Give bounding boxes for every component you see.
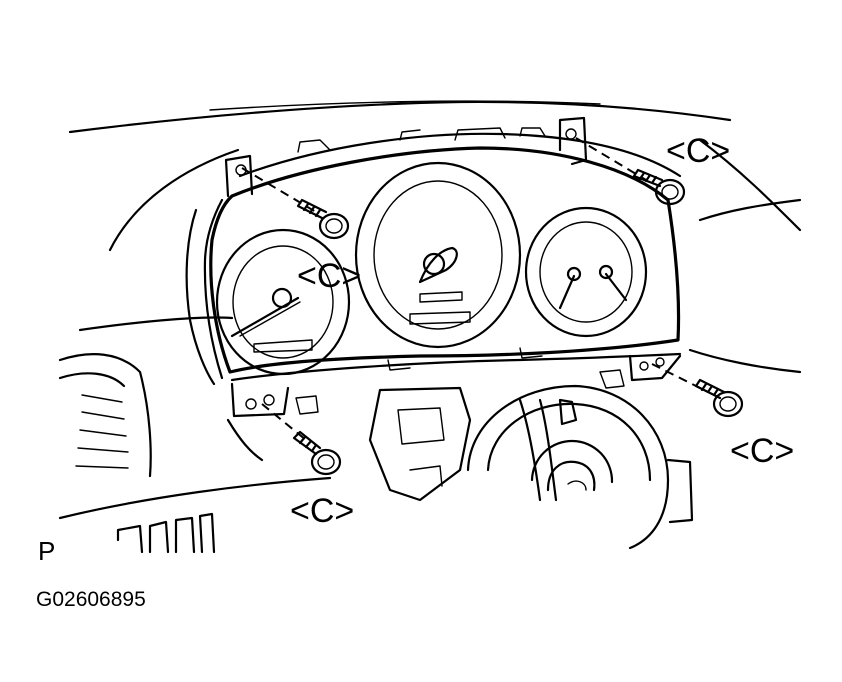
gauge-right — [524, 206, 648, 338]
steering-column — [295, 347, 694, 550]
gauge-left — [215, 228, 351, 376]
gauge-center — [354, 161, 522, 349]
screw-bottom-left-icon — [292, 430, 342, 476]
callout-top-right: <C> — [666, 132, 730, 170]
mounting-brackets — [224, 116, 682, 418]
screw-bottom-right-icon — [694, 378, 744, 418]
dashboard-outline — [58, 100, 802, 520]
air-vent — [58, 353, 152, 478]
cluster-housing — [185, 127, 682, 386]
screw-top-right-icon — [632, 168, 686, 206]
figure-id: G02606895 — [36, 588, 146, 611]
screw-top-left-icon — [296, 198, 350, 240]
callout-bottom: <C> — [290, 492, 354, 530]
callout-right: <C> — [730, 432, 794, 470]
callout-center: <C> — [297, 257, 361, 295]
switch-panel — [116, 512, 216, 554]
corner-mark: P — [38, 536, 55, 566]
